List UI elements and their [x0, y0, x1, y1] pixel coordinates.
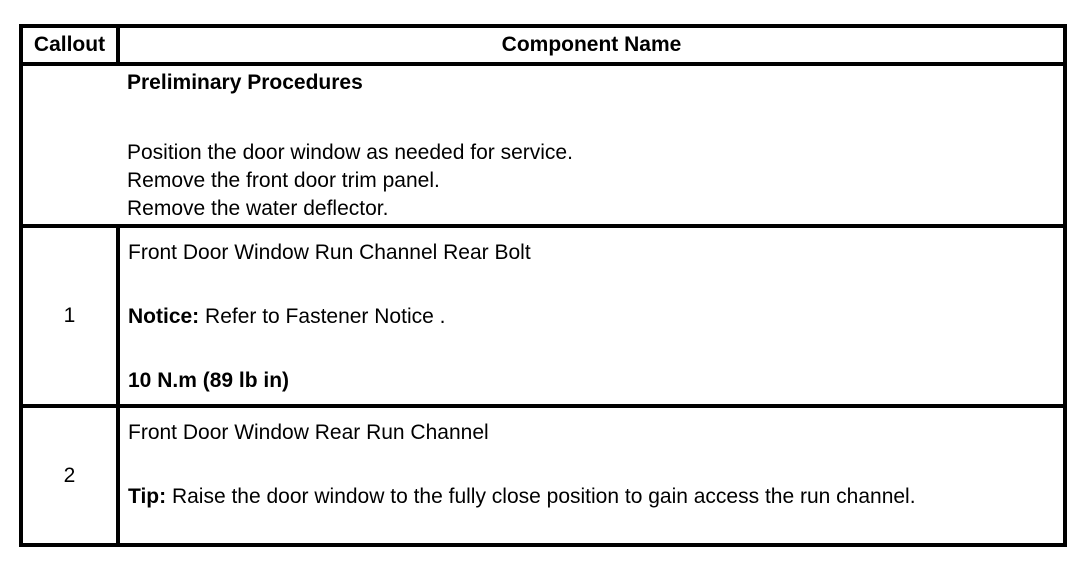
- component-column-header: Component Name: [116, 24, 1067, 66]
- preliminary-procedures-row: Preliminary Procedures Position the door…: [19, 62, 1067, 228]
- notice-line: Notice: Refer to Fastener Notice .: [128, 303, 1053, 331]
- component-callout-table: Callout Component Name Preliminary Proce…: [19, 24, 1067, 547]
- notice-label: Notice:: [128, 305, 200, 328]
- callout-column-header: Callout: [19, 24, 120, 66]
- component-cell-1: Front Door Window Run Channel Rear Bolt …: [116, 224, 1067, 408]
- preliminary-step-3: Remove the water deflector.: [127, 197, 389, 220]
- preliminary-step-1: Position the door window as needed for s…: [127, 141, 573, 164]
- component-cell-2: Front Door Window Rear Run Channel Tip: …: [116, 404, 1067, 547]
- tip-label: Tip:: [128, 485, 167, 508]
- component-name-1: Front Door Window Run Channel Rear Bolt: [128, 241, 531, 264]
- notice-text: Refer to Fastener Notice .: [199, 305, 446, 328]
- preliminary-step-2: Remove the front door trim panel.: [127, 169, 440, 192]
- component-name-2: Front Door Window Rear Run Channel: [128, 421, 489, 444]
- preliminary-procedures-title: Preliminary Procedures: [127, 71, 363, 94]
- callout-number-2: 2: [19, 404, 120, 547]
- tip-text: Raise the door window to the fully close…: [166, 485, 916, 508]
- table-row-2: 2 Front Door Window Rear Run Channel Tip…: [19, 404, 1067, 547]
- preliminary-procedures-cell: Preliminary Procedures Position the door…: [19, 62, 1067, 228]
- callout-number-1: 1: [19, 224, 120, 408]
- tip-line: Tip: Raise the door window to the fully …: [128, 483, 1053, 511]
- torque-spec: 10 N.m (89 lb in): [128, 369, 290, 392]
- torque-spec-line: 10 N.m (89 lb in): [128, 367, 1053, 395]
- table-row-1: 1 Front Door Window Run Channel Rear Bol…: [19, 224, 1067, 408]
- table-header-row: Callout Component Name: [19, 24, 1067, 66]
